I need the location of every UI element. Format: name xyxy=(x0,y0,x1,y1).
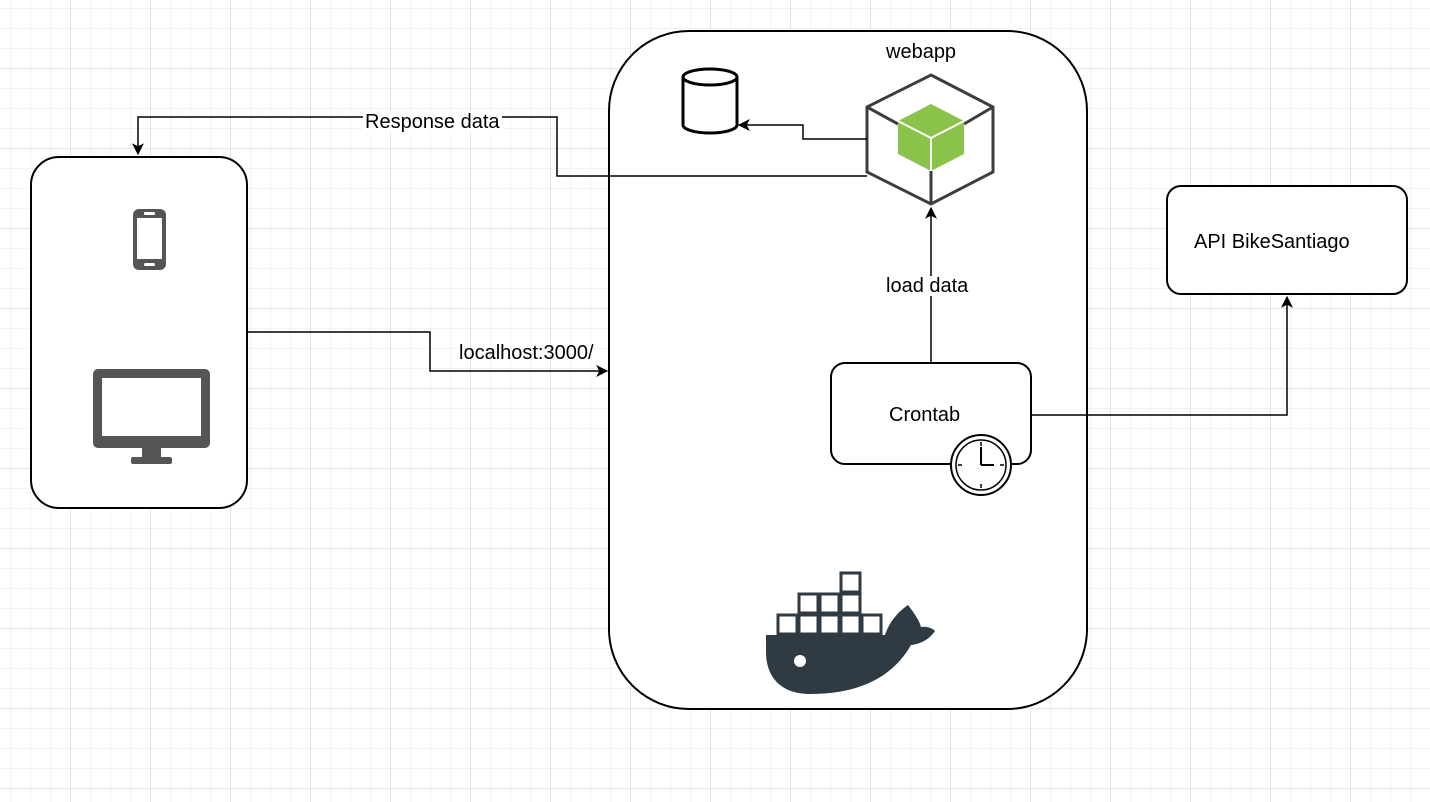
api-connector[interactable] xyxy=(1031,295,1293,416)
api-box[interactable] xyxy=(1166,185,1408,295)
nodejs-cube-icon[interactable] xyxy=(865,73,995,206)
db-connector[interactable] xyxy=(737,119,867,140)
response-data-label: Response data xyxy=(363,111,502,133)
desktop-monitor-icon xyxy=(93,369,210,464)
localhost-label: localhost:3000/ xyxy=(459,342,594,364)
response-data-connector[interactable] xyxy=(132,116,867,177)
docker-whale-icon xyxy=(766,571,935,694)
request-connector[interactable] xyxy=(247,331,609,377)
clock-icon xyxy=(950,434,1012,496)
smartphone-icon xyxy=(133,209,166,270)
crontab-label: Crontab xyxy=(889,404,961,426)
api-label: API BikeSantiago xyxy=(1194,231,1350,253)
webapp-label: webapp xyxy=(886,41,957,63)
database-icon xyxy=(681,67,739,135)
load-data-label: load data xyxy=(884,275,971,297)
